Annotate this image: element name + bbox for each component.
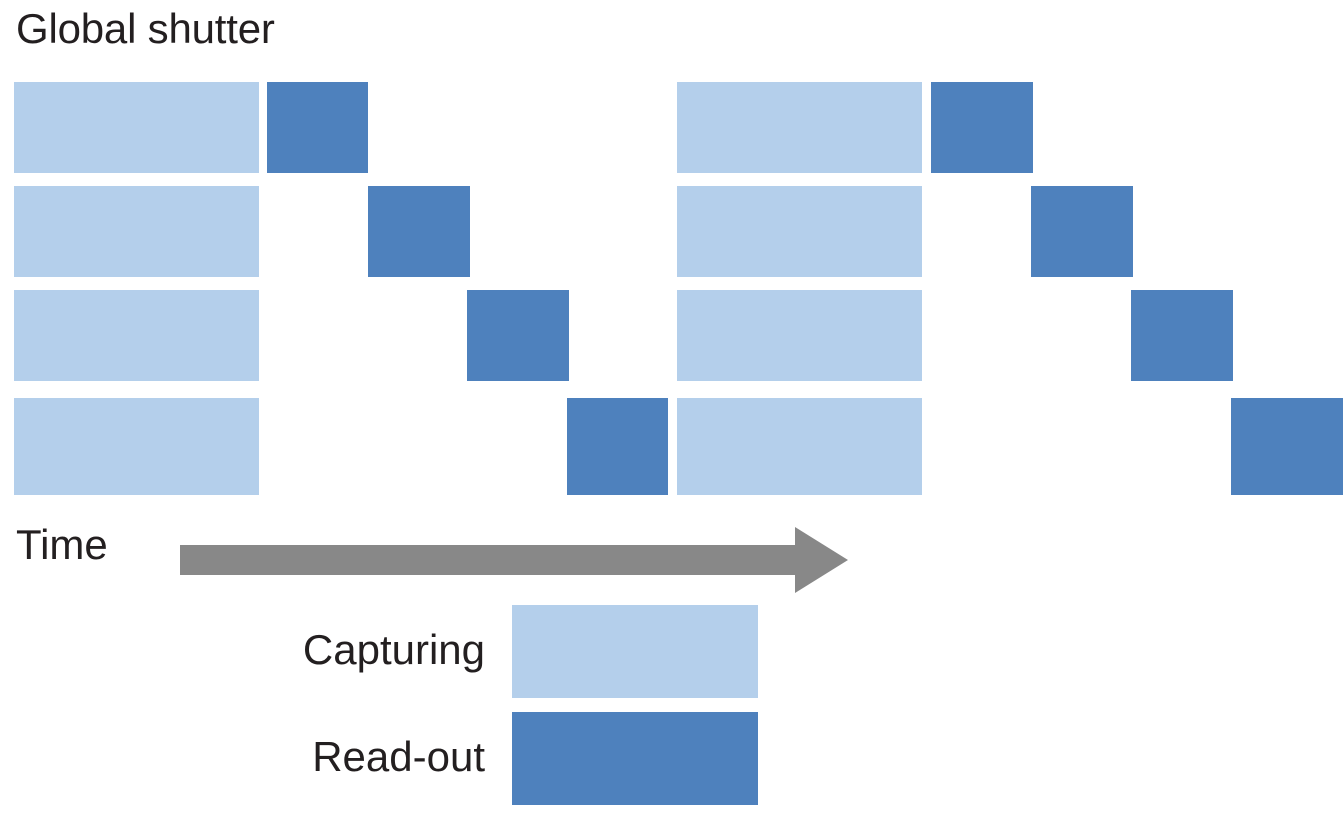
timeline-block-readout-r1-4 [931,82,1033,173]
timeline-block-capturing-r3-3 [677,290,922,381]
legend-label-capturing: Capturing [15,629,485,671]
timeline-block-capturing-r2-3 [677,186,922,277]
legend-swatch-readout [512,712,758,805]
timeline-block-capturing-r4-1 [14,398,259,495]
time-arrow-icon [180,527,848,593]
timeline-block-readout-r2-4 [1031,186,1133,277]
time-axis-label: Time [16,521,108,568]
timeline-block-capturing-r1-3 [677,82,922,173]
timeline-block-readout-r3-4 [1131,290,1233,381]
timeline-block-readout-r2-2 [368,186,470,277]
page-title: Global shutter [16,5,275,52]
legend-label-text-capturing: Capturing [302,626,485,673]
legend-swatch-capturing [512,605,758,698]
timeline-block-readout-r3-2 [467,290,569,381]
legend-label-readout: Read-out [15,736,485,778]
timeline-block-readout-r4-4 [1231,398,1343,495]
timeline-block-readout-r1-2 [267,82,368,173]
timeline-block-capturing-r1-1 [14,82,259,173]
timeline-block-capturing-r2-1 [14,186,259,277]
timeline-block-capturing-r4-3 [677,398,922,495]
timeline-block-capturing-r3-1 [14,290,259,381]
legend-label-text-readout: Read-out [312,733,485,780]
timeline-block-readout-r4-2 [567,398,668,495]
